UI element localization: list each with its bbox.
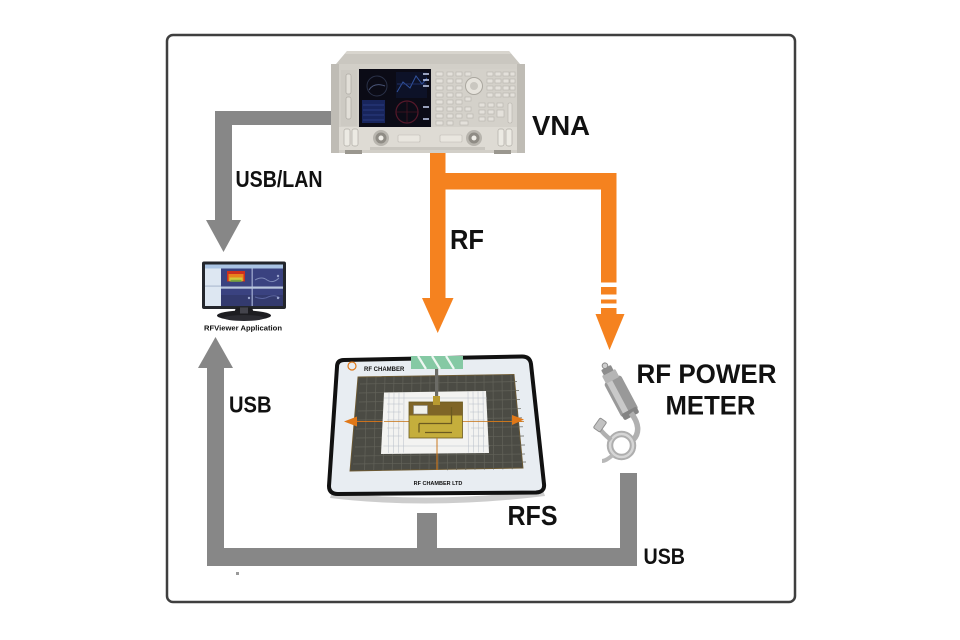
svg-text:METER: METER [666, 391, 756, 421]
svg-text:USB/LAN: USB/LAN [236, 166, 323, 192]
svg-text:RF CHAMBER: RF CHAMBER [364, 367, 405, 373]
svg-text:RF CHAMBER LTD: RF CHAMBER LTD [414, 481, 463, 487]
svg-text:RFS: RFS [508, 500, 558, 531]
svg-text:USB: USB [644, 544, 686, 569]
svg-text:VNA: VNA [532, 110, 590, 141]
svg-text:RF POWER: RF POWER [637, 359, 777, 389]
svg-text:USB: USB [229, 392, 272, 418]
svg-text:RF: RF [450, 224, 484, 255]
svg-text:RFViewer Application: RFViewer Application [204, 324, 282, 333]
